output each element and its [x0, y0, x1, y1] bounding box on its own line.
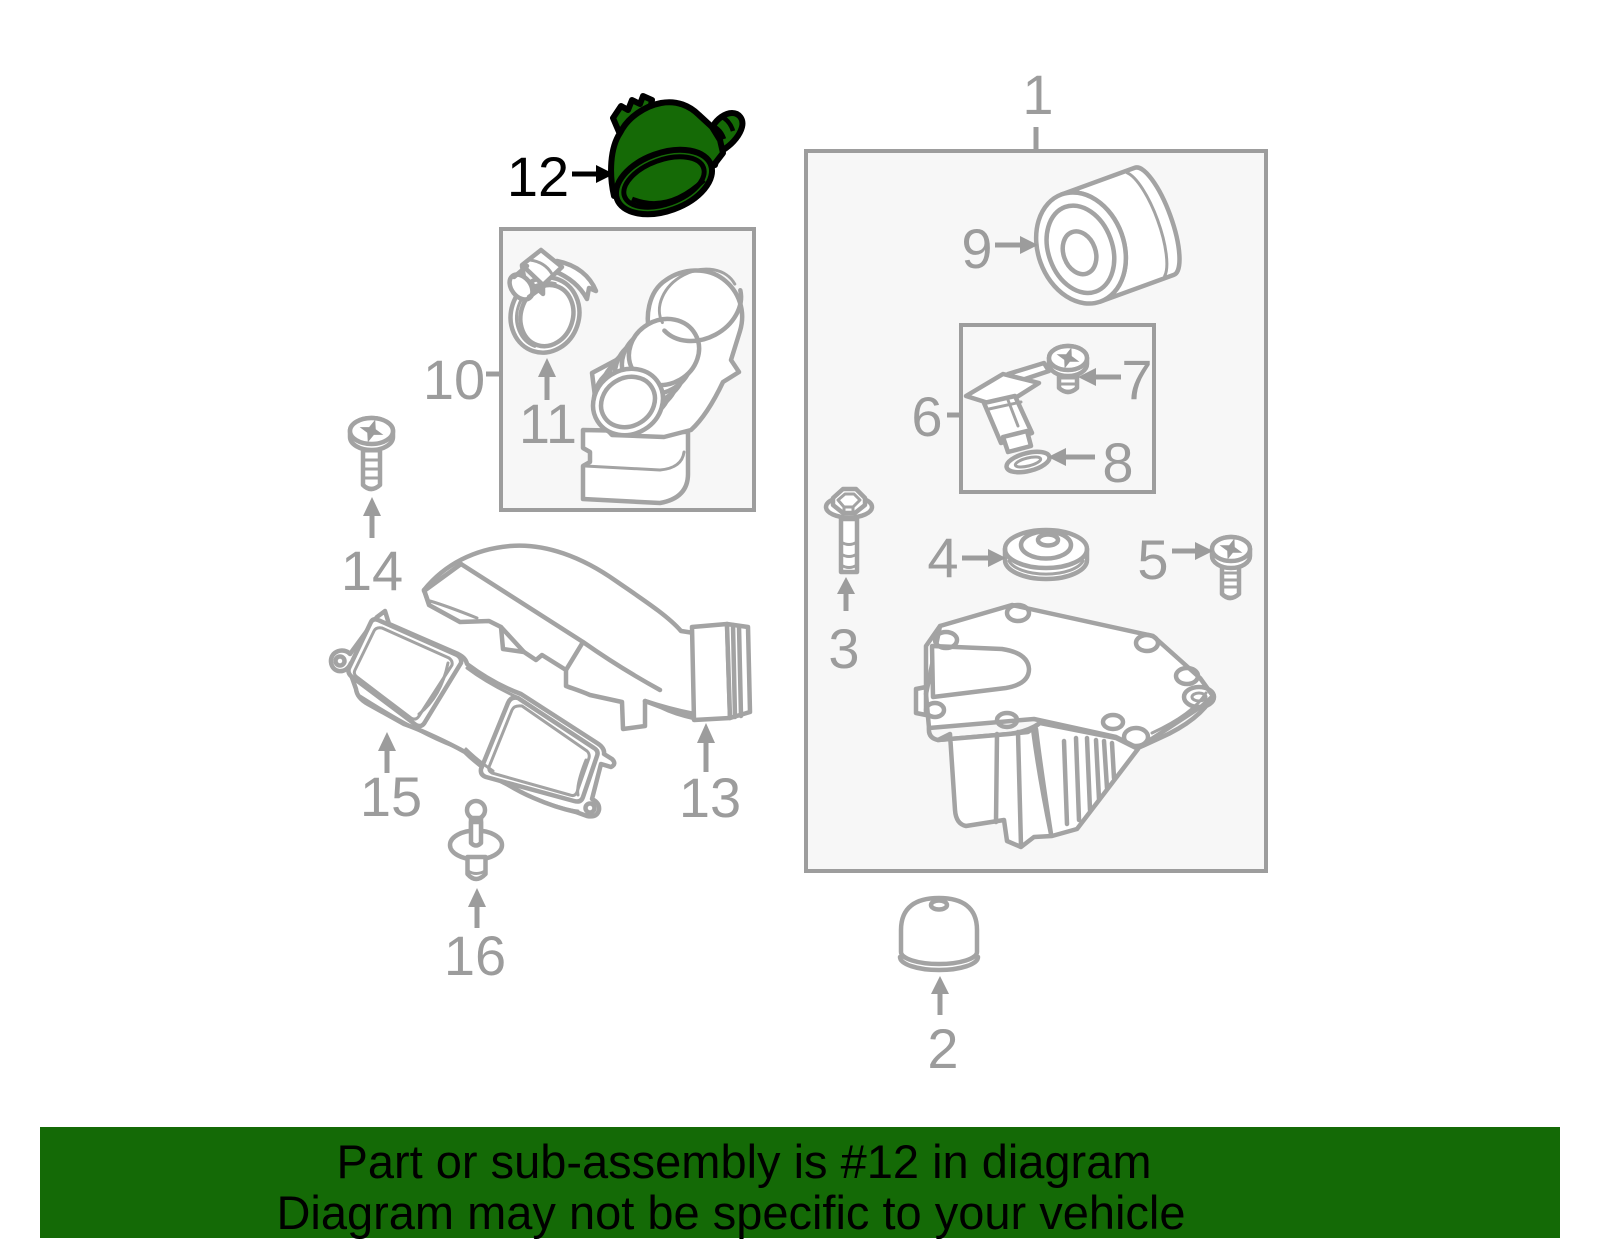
- svg-text:12: 12: [507, 145, 569, 208]
- svg-text:9: 9: [961, 217, 992, 280]
- svg-text:3: 3: [828, 617, 859, 680]
- svg-text:Part or sub-assembly is #12 in: Part or sub-assembly is #12 in diagram: [336, 1135, 1151, 1188]
- svg-text:7: 7: [1121, 348, 1152, 411]
- svg-text:5: 5: [1137, 528, 1168, 591]
- svg-text:4: 4: [927, 526, 958, 589]
- svg-text:Diagram may not be specific to: Diagram may not be specific to your vehi…: [276, 1186, 1185, 1239]
- svg-text:14: 14: [341, 539, 403, 602]
- svg-text:2: 2: [927, 1017, 958, 1080]
- svg-text:15: 15: [360, 765, 422, 828]
- svg-text:13: 13: [679, 766, 741, 829]
- svg-text:6: 6: [911, 385, 942, 448]
- svg-text:8: 8: [1102, 431, 1133, 494]
- svg-text:11: 11: [519, 392, 577, 455]
- svg-text:10: 10: [423, 348, 485, 411]
- svg-text:16: 16: [444, 924, 506, 987]
- svg-text:1: 1: [1022, 63, 1053, 126]
